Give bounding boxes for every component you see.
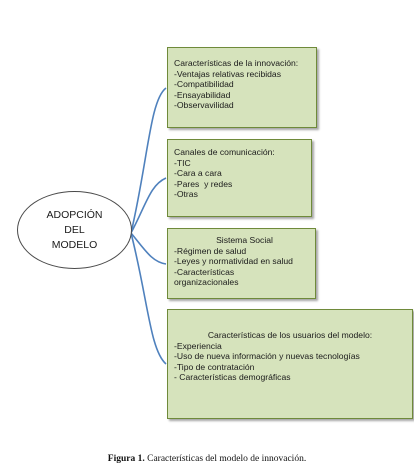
box-social-item: -Leyes y normatividad en salud — [174, 256, 293, 267]
box-user-characteristics: Características de los usuarios del mode… — [167, 309, 413, 419]
box-social-item: organizacionales — [174, 277, 239, 288]
box-innovation-title: Características de la innovación: — [174, 58, 299, 68]
box-communication-item: -TIC — [174, 157, 191, 168]
figure-caption: Figura 1. Características del modelo de … — [0, 454, 414, 464]
box-innovation-item: -Observavilidad — [174, 100, 234, 111]
box-communication-item: -Pares y redes — [174, 178, 233, 189]
connector-to-box2 — [130, 177, 167, 234]
box-social-system: Sistema Social -Régimen de salud -Leyes … — [167, 228, 316, 299]
connector-to-box1 — [130, 87, 167, 234]
box-users-item: -Experiencia — [174, 340, 222, 351]
box-users-item: - Características demográficas — [174, 372, 291, 383]
central-node-adoption: ADOPCIÓN DEL MODELO — [17, 191, 132, 269]
box-social-item: -Características — [174, 266, 235, 277]
box-social-title: Sistema Social — [216, 235, 273, 245]
central-node-line-2: DEL — [64, 223, 85, 236]
figure-caption-label: Figura 1. — [107, 454, 145, 464]
box-innovation-item: -Ensayabilidad — [174, 89, 231, 100]
box-innovation-item: -Compatibilidad — [174, 79, 234, 90]
central-node-line-1: ADOPCIÓN — [46, 208, 103, 221]
figure-caption-text: Características del modelo de innovación… — [144, 454, 307, 464]
box-communication-item: -Otras — [174, 189, 198, 200]
connector-to-box3 — [130, 232, 167, 265]
central-node-line-3: MODELO — [51, 238, 98, 251]
connector-to-box4 — [130, 232, 167, 365]
box-users-title: Características de los usuarios del mode… — [207, 330, 373, 340]
box-innovation-item: -Ventajas relativas recibidas — [174, 68, 281, 79]
box-innovation-characteristics: Características de la innovación: -Venta… — [167, 47, 317, 128]
box-social-item: -Régimen de salud — [174, 245, 247, 256]
box-communication-item: -Cara a cara — [174, 168, 222, 179]
box-communication-title: Canales de comunicación: — [174, 147, 275, 157]
box-users-item: -Tipo de contratación — [174, 361, 255, 372]
box-communication-channels: Canales de comunicación: -TIC -Cara a ca… — [167, 139, 312, 217]
box-users-item: -Uso de nueva información y nuevas tecno… — [174, 351, 360, 362]
